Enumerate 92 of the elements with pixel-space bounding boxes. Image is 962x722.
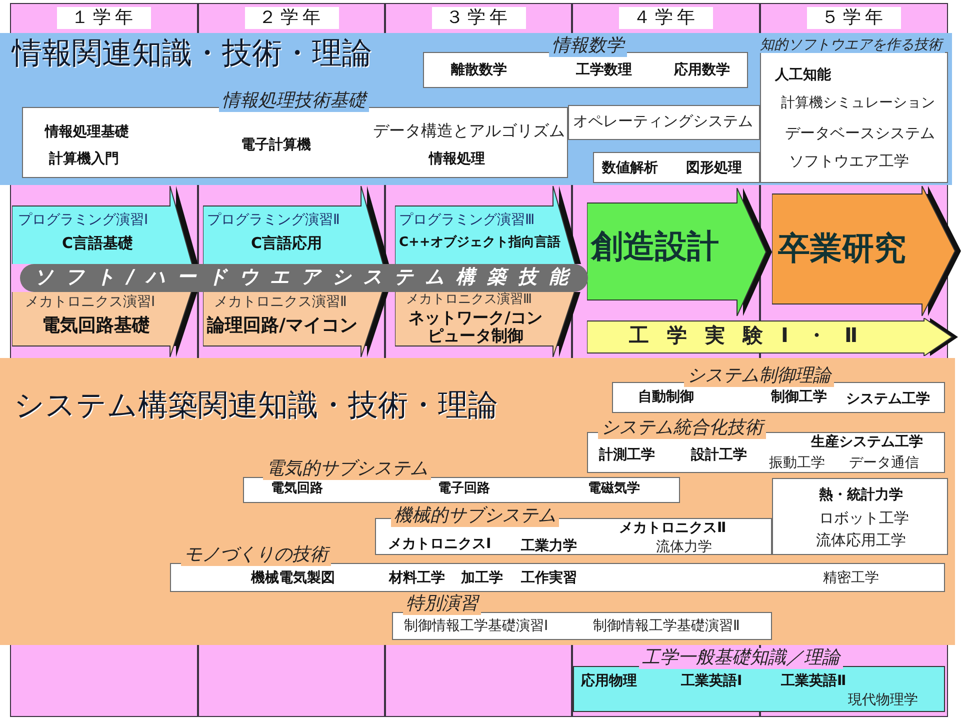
course-group-box <box>772 478 948 555</box>
course-name: C++オブジェクト指向言語 <box>399 236 560 251</box>
course-block <box>203 186 391 264</box>
group-heading: システム制御理論 <box>684 366 834 387</box>
group-heading: 工学一般基礎知識／理論 <box>639 648 843 669</box>
course-name: プログラミング演習Ⅰ <box>18 212 148 228</box>
course-name: メカトロニクス演習Ⅱ <box>214 294 347 310</box>
course-name: 流体応用工学 <box>816 532 906 550</box>
group-heading: 電気的サブシステム <box>263 459 431 480</box>
course-name: 電子計算機 <box>241 137 311 154</box>
course-name: データベースシステム <box>785 125 935 142</box>
course-name: 計算機シミュレーション <box>781 95 935 112</box>
course-name: 情報処理基礎 <box>45 124 129 140</box>
course-name: 電子回路 <box>438 482 490 497</box>
course-name: 図形処理 <box>686 160 742 176</box>
course-name: C言語応用 <box>251 235 322 252</box>
course-name: 加工学 <box>461 570 503 586</box>
course-name: 工学数理 <box>576 62 632 78</box>
course-name: 電気回路基礎 <box>42 316 150 337</box>
year-header: ２学年 <box>244 7 338 29</box>
skill-band <box>20 264 588 292</box>
course-name: ネットワーク/コンピュータ制御 <box>408 309 544 345</box>
course-name: 生産システム工学 <box>811 434 923 450</box>
course-group-box <box>593 152 760 183</box>
year-header: １学年 <box>57 7 151 29</box>
course-name: 自動制御 <box>638 389 694 406</box>
course-name: データ構造とアルゴリズム <box>373 122 565 140</box>
course-name: データ通信 <box>849 455 919 472</box>
panel-title: 情報関連知識・技術・理論 <box>12 37 372 72</box>
course-name: 流体力学 <box>656 539 712 556</box>
course-name: 工業力学 <box>521 538 577 554</box>
course-name: 離散数学 <box>451 62 507 78</box>
course-name: 応用物理 <box>581 673 637 690</box>
year-header: ４学年 <box>619 7 713 29</box>
course-name: 工業英語Ⅱ <box>781 673 846 690</box>
course-name: 応用数学 <box>674 62 730 78</box>
year-header: ３学年 <box>432 7 526 29</box>
course-block <box>12 186 200 264</box>
course-name: 設計工学 <box>691 447 747 464</box>
group-heading: 機械的サブシステム <box>391 506 559 527</box>
course-block <box>12 292 199 357</box>
course-name: プログラミング演習Ⅱ <box>207 212 340 228</box>
knowledge-panel <box>0 33 952 185</box>
course-name: 電気回路 <box>271 482 323 497</box>
course-name: 制御情報工学基礎演習Ⅰ <box>404 618 548 634</box>
stage-block <box>587 188 773 316</box>
group-heading: 情報数学 <box>549 36 627 57</box>
course-name: 熱・統計力学 <box>819 487 903 504</box>
group-heading: システム統合化技術 <box>598 418 766 439</box>
stage-block <box>772 186 962 316</box>
course-block <box>203 292 390 357</box>
course-name: メカトロニクス演習Ⅰ <box>25 294 156 310</box>
stage-title: 工学実験Ⅰ・Ⅱ <box>629 324 876 347</box>
course-name: C言語基礎 <box>62 235 134 252</box>
course-name: ソフトウエア工学 <box>789 153 909 170</box>
knowledge-panel <box>0 358 955 645</box>
course-name: メカトロニクスⅠ <box>388 536 492 552</box>
course-name: メカトロニクスⅡ <box>619 520 726 536</box>
course-group-box <box>568 105 760 140</box>
panel-title: システム構築関連知識・技術・理論 <box>14 389 498 424</box>
stage-title: 創造設計 <box>591 228 719 265</box>
band-label: ソフト/ハードウエアシステム構築技能 <box>34 267 580 289</box>
course-name: 機械電気製図 <box>251 570 335 586</box>
stage-title: 卒業研究 <box>778 230 906 267</box>
course-block <box>395 186 583 264</box>
course-name: 制御情報工学基礎演習Ⅱ <box>593 618 740 634</box>
year-header: ５学年 <box>807 7 901 29</box>
group-heading: 情報処理技術基礎 <box>219 91 369 112</box>
course-block <box>395 292 582 357</box>
group-heading: 特別演習 <box>403 594 481 615</box>
course-name: オペレーティングシステム <box>573 113 753 130</box>
course-name: 工作実習 <box>521 570 577 586</box>
group-heading: 知的ソフトウエアを作る技術 <box>757 37 945 54</box>
course-name: 情報処理 <box>429 151 485 168</box>
course-name: メカトロニクス演習Ⅲ <box>406 293 532 308</box>
course-name: 制御工学 <box>771 389 827 406</box>
stage-block <box>587 318 959 356</box>
course-name: 論理回路/マイコン <box>207 316 358 337</box>
course-name: 精密工学 <box>823 570 879 586</box>
course-name: 数値解析 <box>602 160 658 176</box>
course-name: 現代物理学 <box>848 692 918 708</box>
course-name: 工業英語Ⅰ <box>681 673 742 690</box>
course-name: プログラミング演習Ⅲ <box>399 212 535 228</box>
course-name: ロボット工学 <box>819 510 909 528</box>
course-name: 電磁気学 <box>588 482 640 497</box>
course-name: 材料工学 <box>389 570 445 586</box>
group-heading: モノづくりの技術 <box>181 545 331 566</box>
course-name: システム工学 <box>846 391 930 408</box>
course-name: 計算機入門 <box>49 151 119 168</box>
course-name: 振動工学 <box>769 455 825 472</box>
course-name: 人工知能 <box>775 67 831 84</box>
course-name: 計測工学 <box>599 447 655 464</box>
